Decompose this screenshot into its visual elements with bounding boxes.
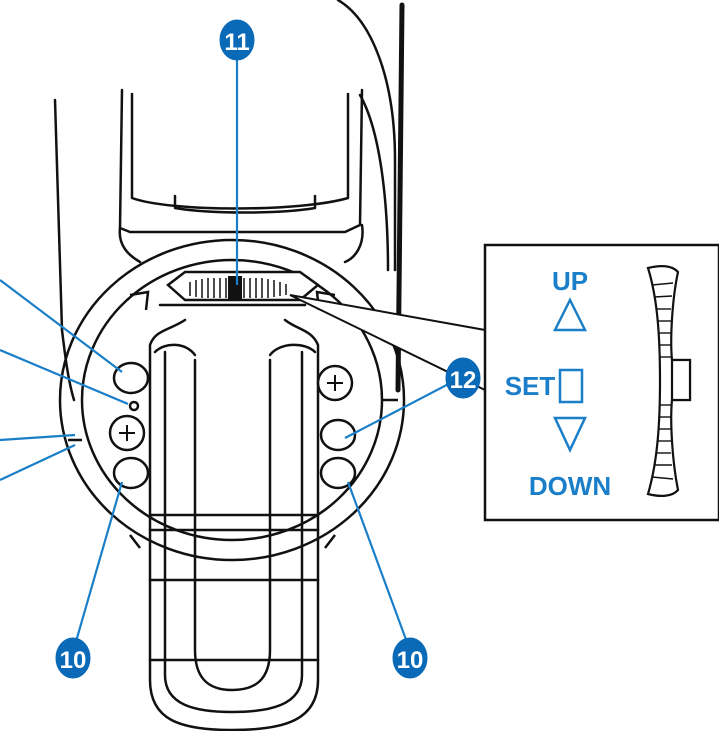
- down-label: DOWN: [529, 471, 611, 501]
- right-screw-slot: [327, 375, 343, 391]
- callout-bottom-right-number: 10: [397, 647, 424, 674]
- device-housing: [53, 0, 405, 402]
- callout-bottom-right: 10: [392, 637, 428, 679]
- right-upper-button[interactable]: [319, 418, 357, 452]
- right-buttons: [316, 364, 357, 490]
- left-buttons: [108, 361, 150, 490]
- callout-bottom-left: 10: [55, 637, 91, 679]
- callout-right-upper: 12: [445, 357, 481, 399]
- indicator-hole: [128, 400, 140, 412]
- set-label: SET: [505, 371, 556, 401]
- right-lower-button[interactable]: [319, 456, 357, 490]
- callout-top-number: 11: [224, 29, 249, 56]
- strap-loop: [148, 303, 320, 731]
- leader-lines: [0, 55, 461, 646]
- left-upper-button[interactable]: [112, 361, 150, 395]
- callout-bottom-left-number: 10: [60, 647, 87, 674]
- dial-wheel[interactable]: [166, 270, 321, 302]
- up-arrow-icon: [552, 297, 588, 332]
- inset-dial-profile: [646, 265, 692, 497]
- callout-right-upper-number: 12: [450, 367, 477, 394]
- left-lower-button[interactable]: [112, 456, 150, 490]
- set-square-icon: [558, 368, 584, 404]
- left-screw-slot: [119, 425, 135, 441]
- up-label: UP: [552, 266, 588, 296]
- down-arrow-icon: [553, 416, 587, 453]
- callout-top: 11: [219, 19, 255, 61]
